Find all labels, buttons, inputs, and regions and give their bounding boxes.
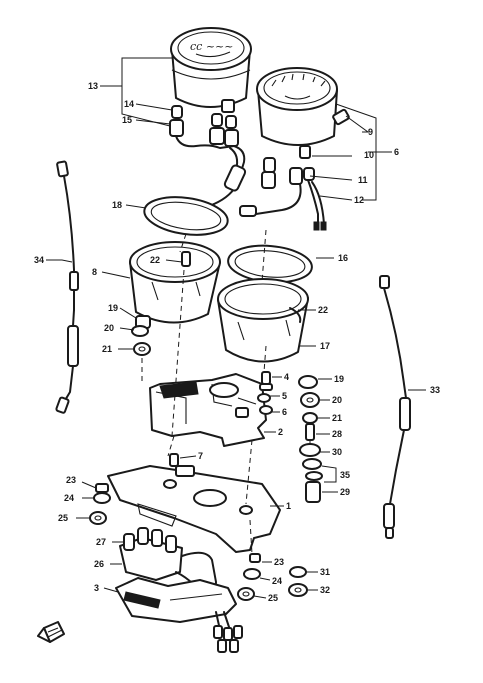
callout-24-left: 24 (64, 493, 75, 503)
callout-22-lower: 22 (318, 305, 329, 315)
callout-4: 4 (284, 372, 290, 382)
callout-22-upper: 22 (150, 255, 161, 265)
callout-33: 33 (430, 385, 441, 395)
svg-text:cc ~~~: cc ~~~ (190, 40, 233, 53)
callout-20-right: 20 (332, 395, 343, 405)
upper-bracket (149, 373, 267, 447)
callout-25-left: 25 (58, 513, 69, 523)
callout-7: 7 (198, 451, 204, 461)
gauge-rings (143, 196, 313, 284)
gauge-case-right (217, 278, 309, 363)
gauge-case-left (129, 241, 221, 324)
callout-21-left: 21 (102, 344, 113, 354)
callout-1: 1 (286, 501, 292, 511)
callout-17: 17 (320, 341, 331, 351)
callout-6: 6 (394, 147, 400, 157)
bulb-sockets-left (169, 105, 247, 211)
grommets-left (89, 483, 111, 525)
callout-2: 2 (278, 427, 284, 437)
main-bracket (107, 453, 281, 553)
callout-9: 9 (368, 127, 374, 137)
callout-10: 10 (364, 150, 375, 160)
callout-15: 15 (122, 115, 133, 125)
speedometer-cable (55, 160, 79, 414)
callout-35: 35 (340, 470, 351, 480)
lower-case (115, 577, 237, 623)
callout-8: 8 (92, 267, 98, 277)
callout-19-left: 19 (108, 303, 119, 313)
bulb-sockets-right (239, 157, 327, 231)
callout-3: 3 (94, 583, 100, 593)
dampers-left (131, 315, 151, 356)
speedometer-gauge: cc ~~~ (170, 27, 252, 113)
front-direction-icon (37, 621, 65, 643)
assembly-lines (141, 229, 311, 555)
callout-31: 31 (320, 567, 331, 577)
callout-19-right: 19 (334, 374, 345, 384)
callout-25-lower: 25 (268, 593, 279, 603)
bracket-screws (257, 371, 273, 415)
tachometer-gauge (256, 67, 350, 159)
wiring-harness (213, 611, 243, 653)
callout-14: 14 (124, 99, 135, 109)
callout-23-left: 23 (66, 475, 77, 485)
callout-30: 30 (332, 447, 343, 457)
callout-26: 26 (94, 559, 105, 569)
callout-20-left: 20 (104, 323, 115, 333)
callout-27: 27 (96, 537, 107, 547)
callout-32: 32 (320, 585, 331, 595)
callout-13: 13 (88, 81, 99, 91)
dampers-right (298, 375, 323, 503)
callout-12: 12 (354, 195, 365, 205)
leader-lines (46, 57, 426, 599)
callout-16: 16 (338, 253, 349, 263)
callout-6-lower: 6 (282, 407, 288, 417)
callout-28: 28 (332, 429, 343, 439)
callout-34: 34 (34, 255, 45, 265)
callout-18: 18 (112, 200, 123, 210)
callout-29: 29 (340, 487, 351, 497)
callout-5: 5 (282, 391, 288, 401)
callout-23-lower: 23 (274, 557, 285, 567)
callout-11: 11 (358, 175, 368, 185)
callout-21-right: 21 (332, 413, 343, 423)
callout-24-lower: 24 (272, 576, 283, 586)
tachometer-cable (379, 275, 411, 539)
